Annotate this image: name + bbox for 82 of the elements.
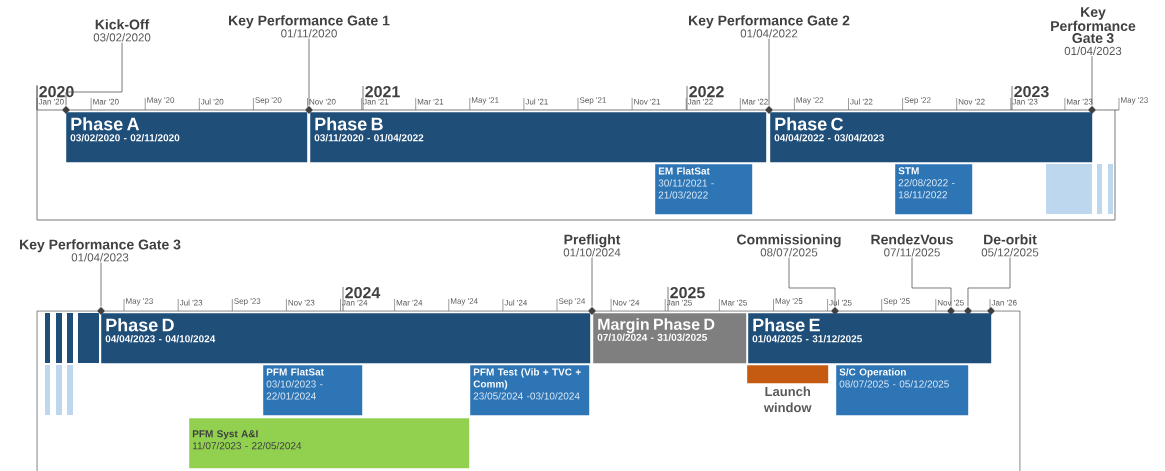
month-label: Sep '22 [902, 97, 931, 111]
month-label: Sep '25 [881, 298, 910, 312]
phase-bar: Phase E 01/04/2025 - 31/12/2025 [748, 313, 992, 364]
month-label: May '21 [469, 97, 499, 111]
month-label: Jul '22 [848, 97, 873, 111]
month-label: Nov '20 [307, 97, 336, 111]
leader-line [100, 262, 102, 307]
month-label: Jan '22 [685, 97, 713, 111]
month-label: Jul '24 [502, 298, 528, 312]
task-bar: PFM Test (Vib + TVC + Comm) 23/05/2024 -03/10/2024 [470, 365, 590, 416]
milestone-diamond [61, 105, 71, 115]
month-label: May '23 [123, 298, 153, 312]
task-bar: STM 22/08/2022 - 18/11/2022 [895, 164, 973, 215]
milestone-label: Key Performance Gate 1 01/11/2020 [229, 15, 390, 38]
month-label: Jan '25 [664, 298, 692, 312]
phase-bar: Phase A 03/02/2020 - 02/11/2020 [66, 112, 308, 163]
month-label: Jan '20 [36, 97, 64, 111]
node-label: 04/04/2023 - 04/10/2024 [105, 334, 216, 343]
leader-line [788, 257, 836, 307]
month-label: Nov '22 [956, 97, 985, 111]
milestone-diamond [946, 306, 956, 316]
month-label: Jan '23 [1010, 97, 1038, 111]
task-bar: PFM Syst A&I 11/07/2023 - 22/05/2024 [189, 418, 470, 469]
node-label: Launch window [763, 386, 812, 413]
month-label: Sep '20 [253, 97, 282, 111]
month-label: Jul '20 [199, 97, 224, 111]
month-label: Nov '25 [935, 298, 964, 312]
phase-bar: Phase B 03/11/2020 - 01/04/2022 [310, 112, 767, 163]
month-label: May '23 [1118, 97, 1148, 111]
milestone-label: RendezVous 07/11/2025 [871, 234, 953, 257]
milestone-diamond [963, 306, 973, 316]
leader-line [911, 257, 952, 307]
milestone-diamond [830, 306, 840, 316]
task-bar: PFM FlatSat 03/10/2023 - 22/01/2024 [263, 365, 363, 416]
month-label: May '20 [144, 97, 175, 111]
leader-line [308, 38, 310, 106]
leader-line [591, 257, 593, 307]
milestone-diamond [304, 105, 314, 115]
milestone-label: Commissioning 08/07/2025 [737, 234, 841, 257]
milestone-diamond [96, 306, 106, 316]
leader-line [65, 42, 123, 106]
month-label: May '22 [794, 97, 824, 111]
month-label: Jan '26 [989, 298, 1017, 312]
phase-bar: Margin Phase D 07/10/2024 - 31/03/2025 [593, 313, 747, 364]
milestone-diamond [986, 306, 996, 316]
month-label: May '24 [448, 298, 478, 312]
month-label: Jul '25 [827, 298, 852, 312]
month-label: Mar '22 [740, 97, 768, 111]
milestone-label: Kick-Off 03/02/2020 [93, 19, 151, 42]
month-label: Jan '21 [361, 97, 389, 111]
milestone-label: Key Performance Gate 2 01/04/2022 [689, 15, 850, 38]
month-label: May '25 [773, 298, 803, 312]
month-label: Mar '20 [90, 97, 119, 111]
month-label: Mar '21 [415, 97, 444, 111]
leader-line [967, 257, 1011, 307]
milestone-label: Key Performance Gate 3 01/04/2023 [20, 239, 181, 262]
task-bar: EM FlatSat 30/11/2021 - 21/03/2022 [655, 164, 753, 215]
month-label: Nov '21 [631, 97, 661, 111]
month-label: Nov '24 [610, 298, 640, 312]
milestone-label: Key Performance Gate 3 01/04/2023 [1051, 7, 1136, 55]
milestone-diamond [1087, 105, 1097, 115]
month-label: Sep '24 [556, 298, 586, 312]
month-label: Nov '23 [286, 298, 315, 312]
milestone-diamond [764, 105, 774, 115]
month-label: Jan '24 [340, 298, 368, 312]
month-label: Jul '21 [523, 97, 548, 111]
month-label: Mar '24 [394, 298, 423, 312]
phase-bar: Phase D 04/04/2023 - 04/10/2024 [101, 313, 591, 364]
month-label: Mar '25 [719, 298, 747, 312]
month-label: Sep '21 [577, 97, 606, 111]
node-label: Phase D [106, 318, 174, 332]
phase-bar: Phase C 04/04/2022 - 03/04/2023 [770, 112, 1093, 163]
launch-window-bar: Launch window [747, 365, 829, 413]
milestone-label: De-orbit 05/12/2025 [981, 234, 1039, 257]
month-label: Mar '23 [1064, 97, 1093, 111]
task-bar: S/C Operation 08/07/2025 - 05/12/2025 [836, 365, 969, 416]
month-label: Jul '23 [177, 298, 203, 312]
leader-line [768, 38, 770, 106]
leader-line [1091, 55, 1093, 106]
month-label: Sep '23 [232, 298, 261, 312]
milestone-label: Preflight 01/10/2024 [563, 234, 621, 257]
milestone-diamond [587, 306, 597, 316]
